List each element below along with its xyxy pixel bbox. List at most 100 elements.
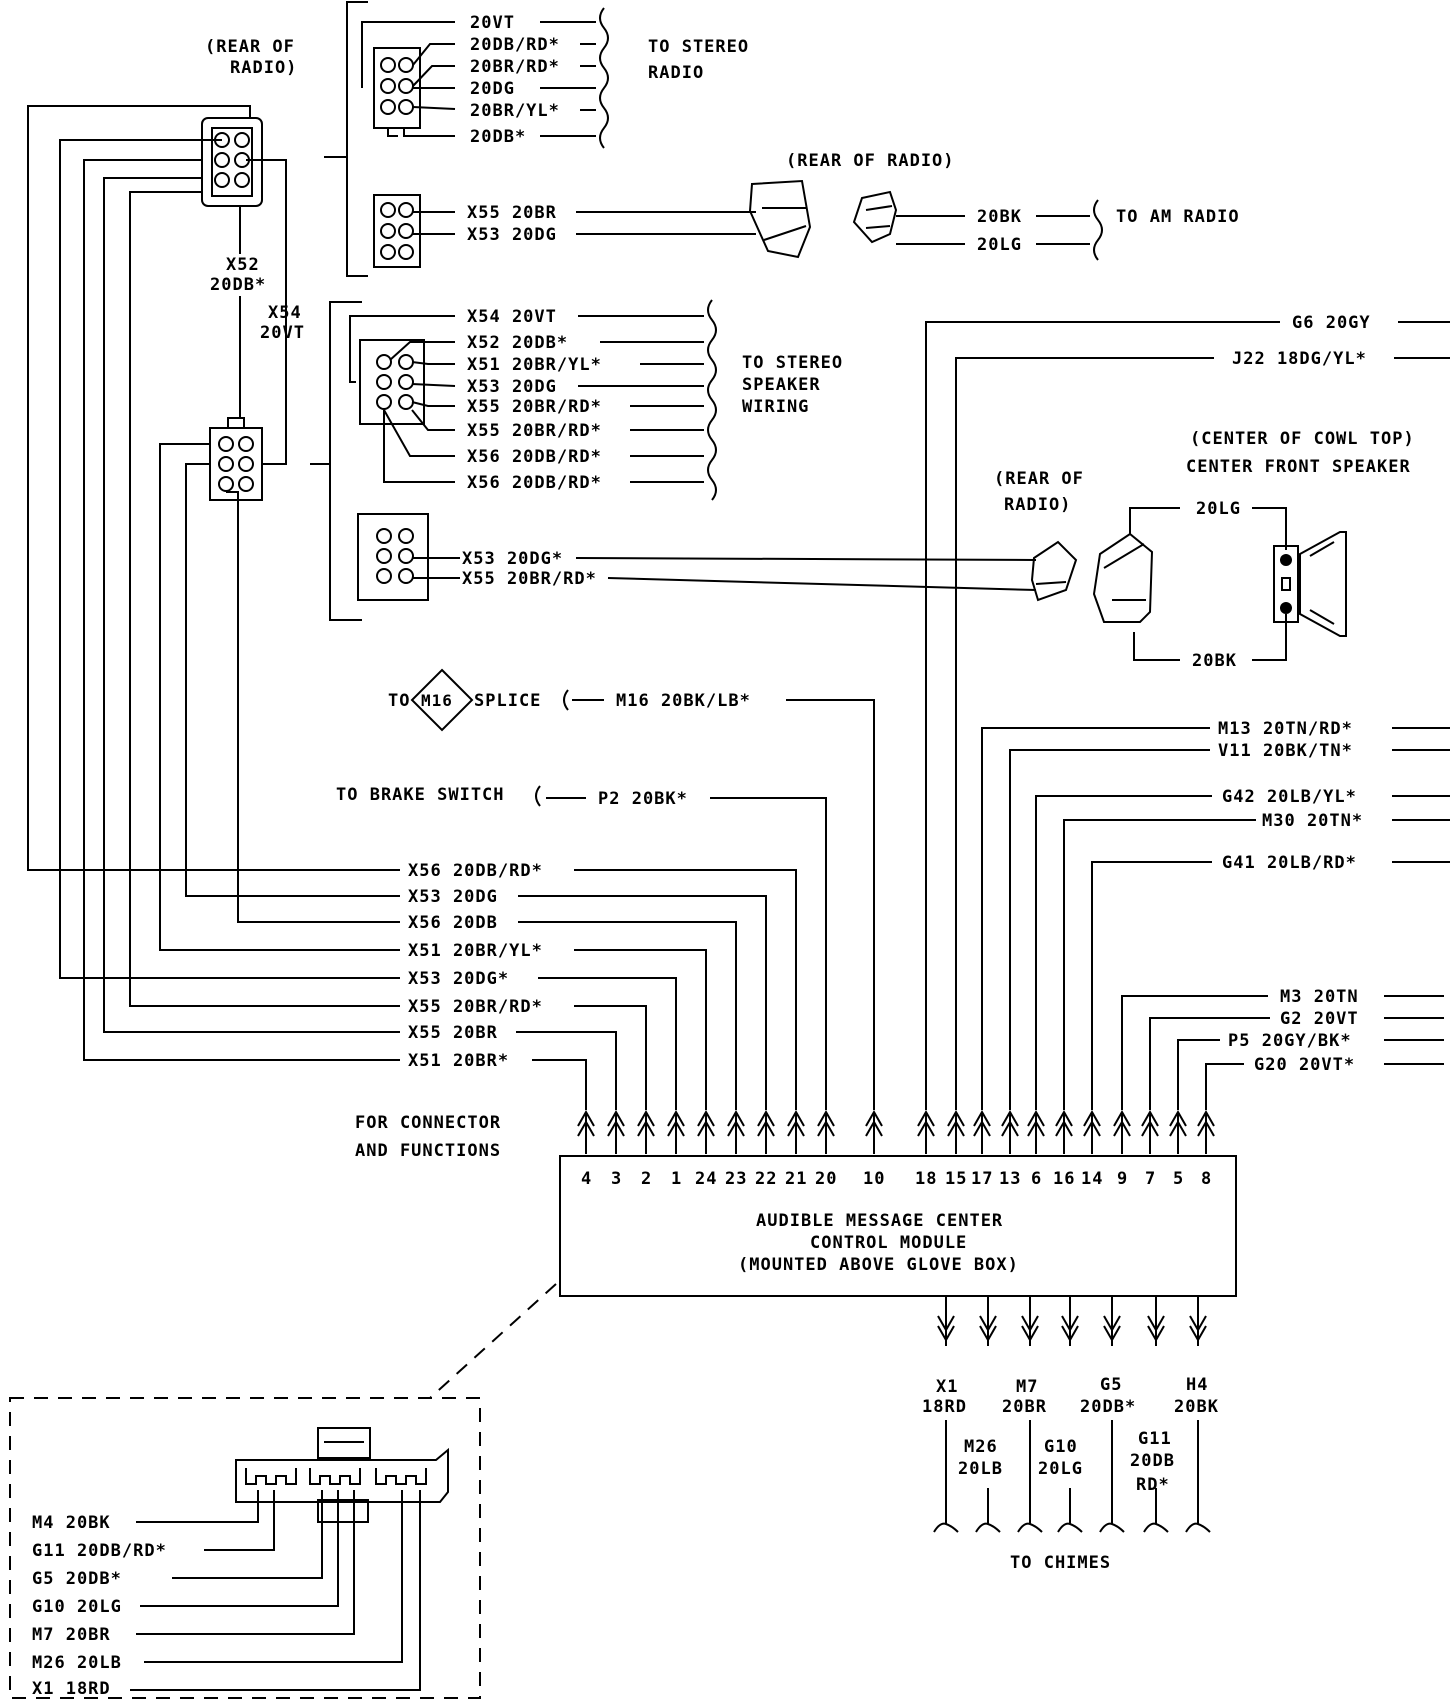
output-arrow	[1147, 1296, 1165, 1346]
center-speaker-feed-connector: X53 20DG* X55 20BR/RD*	[357, 513, 1037, 601]
chime-wire-label: G11	[1138, 1429, 1172, 1449]
center-speaker-title-2: CENTER FRONT SPEAKER	[1186, 457, 1411, 477]
wire-label: P2 20BK*	[598, 789, 688, 809]
wire-label: 20DB*	[470, 127, 526, 147]
output-arrow	[979, 1296, 997, 1346]
module-pin-label: 9	[1117, 1169, 1128, 1189]
wire-label: G6 20GY	[1292, 313, 1371, 333]
right-middle-wires: M13 20TN/RD* V11 20BK/TN* G42 20LB/YL* M…	[981, 719, 1450, 1110]
chime-tail	[1057, 1488, 1083, 1533]
pin-arrow	[757, 1109, 775, 1154]
center-speaker-title-1: (CENTER OF COWL TOP)	[1190, 429, 1415, 449]
wire-label: X53 20DG	[467, 225, 557, 245]
stereo-radio-label-2: RADIO	[648, 63, 704, 83]
output-arrow	[1061, 1296, 1079, 1346]
wire-label: X51 20BR*	[408, 1051, 509, 1071]
module-pin-label: 17	[971, 1169, 993, 1189]
chime-wire-label: M7	[1016, 1377, 1038, 1397]
wire-label: X52 20DB*	[467, 333, 568, 353]
wire-label: 20LG	[977, 235, 1022, 255]
connector-inset: M4 20BK G11 20DB/RD* G5 20DB* G10 20LG M…	[9, 1397, 481, 1699]
m16-splice: TO M16 SPLICE M16 20BK/LB*	[388, 668, 875, 1110]
wire-label: X55 20BR/RD*	[467, 421, 602, 441]
output-arrow	[937, 1296, 955, 1346]
chime-wire-label: 20DB*	[1080, 1397, 1136, 1417]
pin-arrow	[865, 1109, 883, 1154]
module-pin-label: 14	[1081, 1169, 1103, 1189]
speaker-wiring-label-3: WIRING	[742, 397, 809, 417]
x52-label-2: 20DB*	[210, 275, 266, 295]
wire-label: 20BR/RD*	[470, 57, 560, 77]
x52-label-1: X52	[226, 255, 260, 275]
speaker-wire-bottom-label: 20BK	[1192, 651, 1237, 671]
pin-arrow	[1055, 1109, 1073, 1154]
module-pin-label: 24	[695, 1169, 717, 1189]
wire-label: X54 20VT	[467, 307, 557, 327]
inset-wire-label: X1 18RD	[32, 1679, 111, 1699]
input-arrows	[577, 1109, 1215, 1154]
inset-wire-label: G11 20DB/RD*	[32, 1541, 167, 1561]
chime-tail	[1017, 1420, 1043, 1533]
module-pin-label: 2	[641, 1169, 652, 1189]
module-pin-label: 6	[1031, 1169, 1042, 1189]
module-pin-label: 1	[671, 1169, 682, 1189]
rear-of-radio-label-1: (REAR OF	[205, 37, 295, 57]
wire-label: X53 20DG*	[408, 969, 509, 989]
x54-label-2: 20VT	[260, 323, 305, 343]
chime-wire-label: 20BK	[1174, 1397, 1219, 1417]
pin-arrow	[1169, 1109, 1187, 1154]
pin-arrow	[1083, 1109, 1101, 1154]
right-top-wires: G6 20GY J22 18DG/YL*	[925, 313, 1450, 1110]
module-pin-label: 21	[785, 1169, 807, 1189]
chime-tail	[1185, 1420, 1211, 1533]
pin-arrow	[727, 1109, 745, 1154]
radio-connector-main	[201, 117, 263, 207]
inset-wire-label: M4 20BK	[32, 1513, 111, 1533]
inset-wire-label: M7 20BR	[32, 1625, 111, 1645]
wire-label: X56 20DB/RD*	[467, 447, 602, 467]
module-pin-label: 18	[915, 1169, 937, 1189]
chime-wire-label: M26	[964, 1437, 998, 1457]
pin-arrow	[637, 1109, 655, 1154]
output-arrow	[1189, 1296, 1207, 1346]
chime-wire-label: 20DB	[1130, 1451, 1175, 1471]
left-module-wires: X56 20DB/RD* X53 20DG X56 20DB X51 20BR/…	[408, 861, 797, 1110]
pin-arrow	[817, 1109, 835, 1154]
rear-of-radio-label: (REAR OF RADIO)	[786, 151, 955, 171]
stereo-radio-connector	[373, 47, 421, 137]
wire-label: X56 20DB/RD*	[467, 473, 602, 493]
chime-wire-label: 20BR	[1002, 1397, 1047, 1417]
wire-label: G42 20LB/YL*	[1222, 787, 1357, 807]
wire-label: M30 20TN*	[1262, 811, 1363, 831]
splice-id-label: M16	[421, 691, 453, 710]
rear-of-radio-label-4: RADIO)	[1004, 495, 1071, 515]
module-pin-label: 16	[1053, 1169, 1075, 1189]
inset-wire-label: G10 20LG	[32, 1597, 122, 1617]
chime-wire-label: 18RD	[922, 1397, 967, 1417]
wire-label: V11 20BK/TN*	[1218, 741, 1353, 761]
x54-label-1: X54	[268, 303, 302, 323]
wire-label: X53 20DG*	[462, 549, 563, 569]
chime-wire-label: G5	[1100, 1375, 1122, 1395]
chime-wire-label: 20LB	[958, 1459, 1003, 1479]
module-title-3: (MOUNTED ABOVE GLOVE BOX)	[738, 1255, 1019, 1275]
wire-label: P5 20GY/BK*	[1228, 1031, 1352, 1051]
output-arrow	[1021, 1296, 1039, 1346]
wire-label: 20VT	[470, 13, 515, 33]
wire-label: M13 20TN/RD*	[1218, 719, 1353, 739]
output-arrow	[1103, 1296, 1121, 1346]
brake-switch-label: TO BRAKE SWITCH	[336, 785, 505, 805]
pin-arrow	[1197, 1109, 1215, 1154]
pin-arrow	[973, 1109, 991, 1154]
pin-arrow	[947, 1109, 965, 1154]
wire-label: G20 20VT*	[1254, 1055, 1355, 1075]
module-pin-label: 7	[1145, 1169, 1156, 1189]
pin-arrow	[667, 1109, 685, 1154]
pin-arrow	[1027, 1109, 1045, 1154]
stereo-radio-label-1: TO STEREO	[648, 37, 749, 57]
module-pin-label: 23	[725, 1169, 747, 1189]
speaker-wiring-label-1: TO STEREO	[742, 353, 843, 373]
wire-label: X55 20BR/RD*	[462, 569, 597, 589]
wire-label: X53 20DG	[408, 887, 498, 907]
